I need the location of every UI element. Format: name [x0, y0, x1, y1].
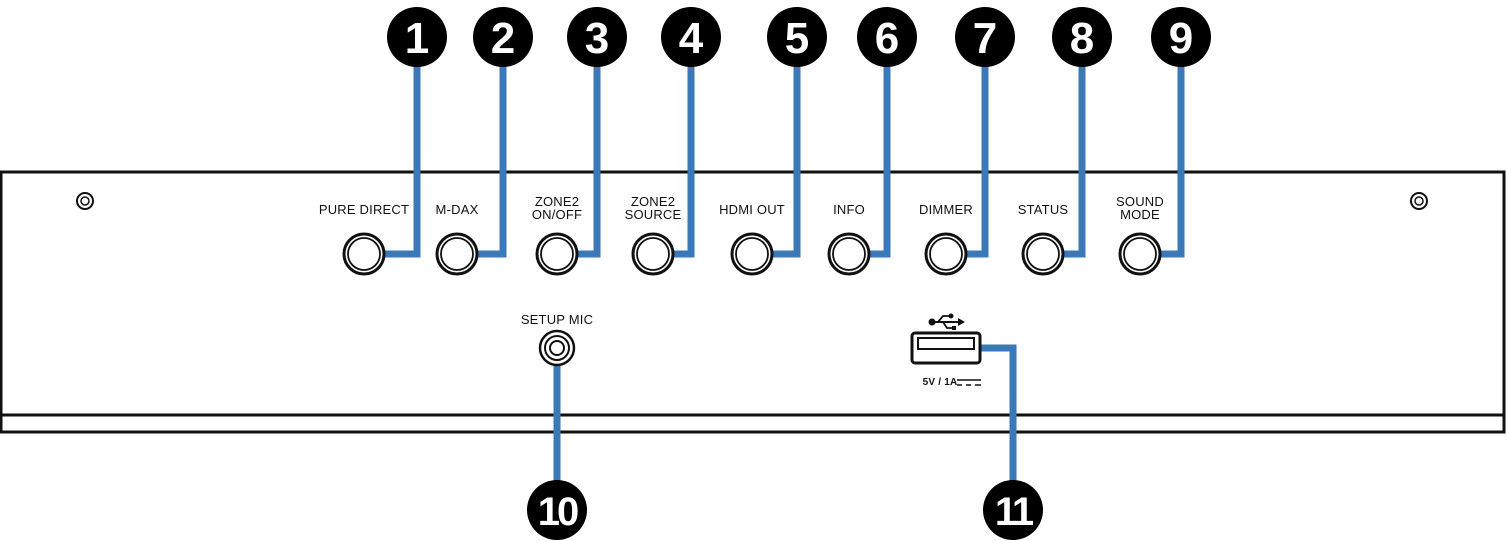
button-pure-direct[interactable] — [342, 232, 386, 276]
button-hdmi-out[interactable] — [730, 232, 774, 276]
button-label-8-0: STATUS — [1018, 202, 1069, 217]
screw-left — [76, 192, 94, 210]
button-label-3-0: ZONE2 — [535, 194, 579, 209]
callout-5: 5 — [767, 7, 827, 67]
leader-line-3 — [577, 63, 601, 258]
button-dimmer[interactable] — [924, 232, 968, 276]
svg-text:7: 7 — [973, 14, 997, 63]
button-label-6-0: INFO — [833, 202, 865, 217]
usb-icon — [928, 313, 965, 330]
svg-text:4: 4 — [679, 14, 704, 63]
svg-text:11: 11 — [995, 490, 1034, 534]
button-sound-mode[interactable] — [1118, 232, 1162, 276]
svg-text:10: 10 — [538, 490, 578, 534]
button-label-7-0: DIMMER — [919, 202, 973, 217]
leader-line-9 — [1160, 63, 1185, 258]
button-m-dax[interactable] — [435, 232, 479, 276]
svg-text:2: 2 — [491, 14, 515, 63]
svg-text:1: 1 — [405, 14, 429, 63]
callout-11: 11 — [983, 480, 1043, 540]
button-label-9-1: MODE — [1120, 207, 1160, 222]
button-label-5-0: HDMI OUT — [719, 202, 785, 217]
leader-line-11 — [980, 344, 1017, 482]
callout-4: 4 — [661, 7, 721, 67]
button-status[interactable] — [1021, 232, 1065, 276]
callout-10: 10 — [527, 480, 587, 540]
setup-mic-label: SETUP MIC — [521, 312, 593, 327]
button-zone2-source[interactable] — [631, 232, 675, 276]
button-zone2-on-off[interactable] — [535, 232, 579, 276]
leader-line-2 — [477, 63, 507, 258]
svg-text:3: 3 — [585, 14, 609, 63]
panel-outline — [0, 170, 1506, 434]
leader-line-4 — [673, 63, 695, 258]
svg-text:6: 6 — [875, 14, 899, 63]
bottom-callouts: 10 11 — [527, 480, 1043, 540]
leader-lines — [384, 63, 1185, 482]
svg-text:8: 8 — [1070, 14, 1094, 63]
button-label-2-0: M-DAX — [436, 202, 479, 217]
svg-text:5: 5 — [785, 14, 809, 63]
front-panel — [0, 170, 1506, 434]
callout-3: 3 — [567, 7, 627, 67]
callout-1: 1 — [387, 7, 447, 67]
callout-7: 7 — [955, 7, 1015, 67]
leader-line-5 — [772, 63, 801, 258]
button-label-4-1: SOURCE — [625, 207, 682, 222]
button-label-1-0: PURE DIRECT — [319, 202, 409, 217]
button-info[interactable] — [827, 232, 871, 276]
callout-2: 2 — [473, 7, 533, 67]
dc-symbol-icon — [957, 379, 981, 386]
callout-9: 9 — [1151, 7, 1211, 67]
setup-mic-jack[interactable] — [538, 329, 576, 367]
leader-line-7 — [966, 63, 989, 258]
leader-line-8 — [1063, 63, 1086, 258]
panel-buttons: PURE DIRECT1M-DAX2ZONE2ON/OFF3ZONE2SOURC… — [319, 7, 1211, 276]
usb-rating-label: 5V / 1A — [923, 377, 958, 388]
button-label-9-0: SOUND — [1116, 194, 1164, 209]
screw-right — [1410, 192, 1428, 210]
leader-line-1 — [384, 63, 421, 258]
callout-6: 6 — [857, 7, 917, 67]
button-label-4-0: ZONE2 — [631, 194, 675, 209]
button-label-3-1: ON/OFF — [532, 207, 582, 222]
usb-port[interactable] — [910, 331, 982, 365]
svg-text:9: 9 — [1169, 14, 1193, 63]
leader-line-6 — [869, 63, 891, 258]
callout-8: 8 — [1052, 7, 1112, 67]
